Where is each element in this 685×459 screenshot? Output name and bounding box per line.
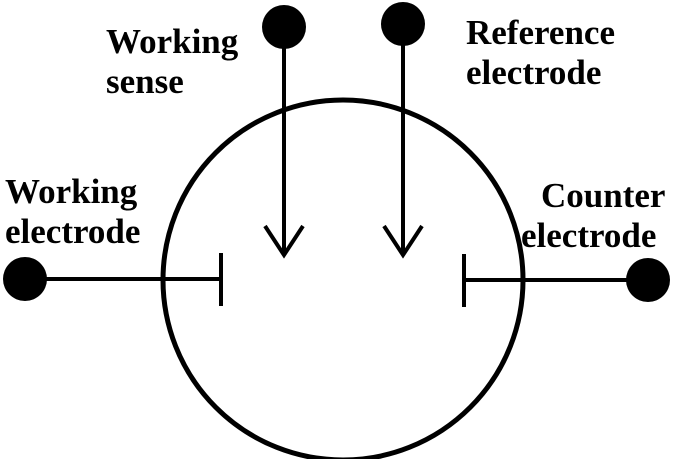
reference-electrode-label-line1: Reference	[466, 13, 615, 52]
working-sense-label-line1: Working	[106, 22, 239, 61]
working-sense-label-line2: sense	[106, 62, 184, 101]
working-sense-label: Working sense	[106, 22, 238, 102]
reference-electrode-label: Reference electrode	[466, 13, 615, 93]
counter-electrode-label: Counter electrode	[521, 176, 665, 256]
counter-electrode-label-line2: electrode	[521, 216, 657, 255]
working-electrode-terminal	[3, 257, 47, 301]
working-electrode-label-line2: electrode	[5, 212, 141, 251]
counter-electrode-label-line1: Counter	[541, 176, 666, 215]
working-sense-arrowhead	[263, 224, 305, 259]
working-sense-terminal	[262, 5, 306, 49]
reference-electrode-label-line2: electrode	[466, 53, 602, 92]
reference-electrode-arrowhead	[382, 224, 424, 259]
working-electrode-label-line1: Working	[5, 172, 138, 211]
counter-electrode-terminal	[626, 258, 670, 302]
reference-electrode-terminal	[381, 2, 425, 46]
working-electrode-label: Working electrode	[5, 172, 140, 252]
